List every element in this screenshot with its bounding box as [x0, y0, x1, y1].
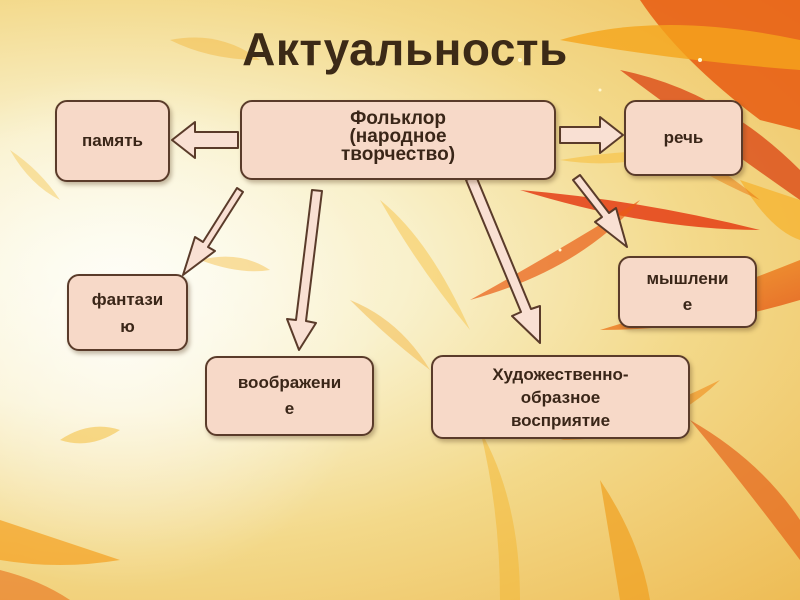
arrow-to-imagination — [286, 189, 323, 351]
thinking-label-line-1: мышлени — [646, 269, 729, 288]
folklore-label-line-3: творчество) — [340, 144, 456, 165]
speech-label: речь — [663, 128, 704, 147]
folklore-label-line-1: Фольклор — [350, 108, 446, 129]
speech-box: речь — [624, 100, 743, 176]
fantasy-label-line-1: фантази — [91, 289, 164, 309]
imagination-label-line-2: е — [284, 399, 295, 418]
thinking-label-line-2: е — [682, 295, 693, 314]
arrow-to-memory — [171, 121, 239, 159]
imagination-label-line-1: воображени — [237, 373, 342, 392]
perception-label-line-1: Художественно- — [492, 364, 629, 384]
folklore-label-line-2: (народное — [349, 126, 447, 147]
memory-label: память — [82, 131, 143, 150]
thinking-box: мышлени е — [618, 256, 757, 328]
perception-label-line-2: образное — [520, 387, 601, 407]
arrow-to-fantasy — [182, 187, 244, 276]
fantasy-box: фантази ю — [67, 274, 188, 351]
slide-title: Актуальность — [242, 23, 568, 75]
arrow-to-thinking — [572, 174, 628, 248]
arrow-to-perception — [465, 175, 541, 344]
imagination-box: воображени е — [205, 356, 374, 436]
memory-box: память — [55, 100, 170, 182]
fantasy-label-line-2: ю — [120, 316, 135, 336]
perception-box: Художественно- образное восприятие — [431, 355, 690, 439]
arrow-to-speech — [559, 116, 624, 154]
perception-label-line-3: восприятие — [510, 410, 611, 430]
folklore-box: Фольклор (народное творчество) — [240, 100, 556, 180]
